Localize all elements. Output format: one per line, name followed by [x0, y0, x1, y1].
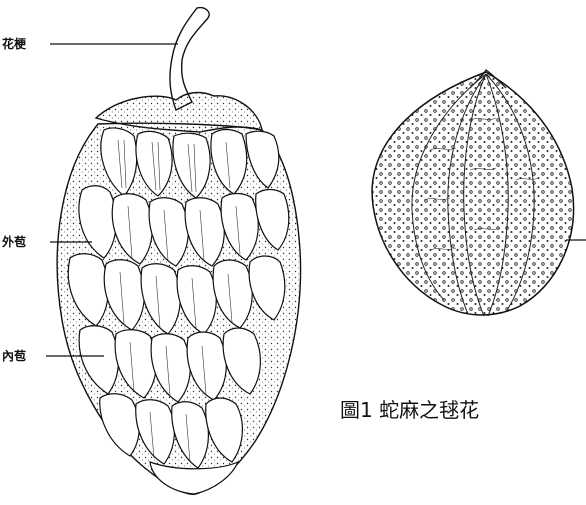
stalk-label: 花梗 — [2, 37, 26, 51]
figure-caption: 圖1 蛇麻之毬花 — [340, 398, 479, 422]
outer-bract-label: 外苞 — [2, 235, 26, 249]
inner-bract-label: 內苞 — [2, 349, 26, 363]
hop-cone-drawing — [57, 8, 300, 495]
hop-fruit-drawing — [372, 70, 586, 316]
